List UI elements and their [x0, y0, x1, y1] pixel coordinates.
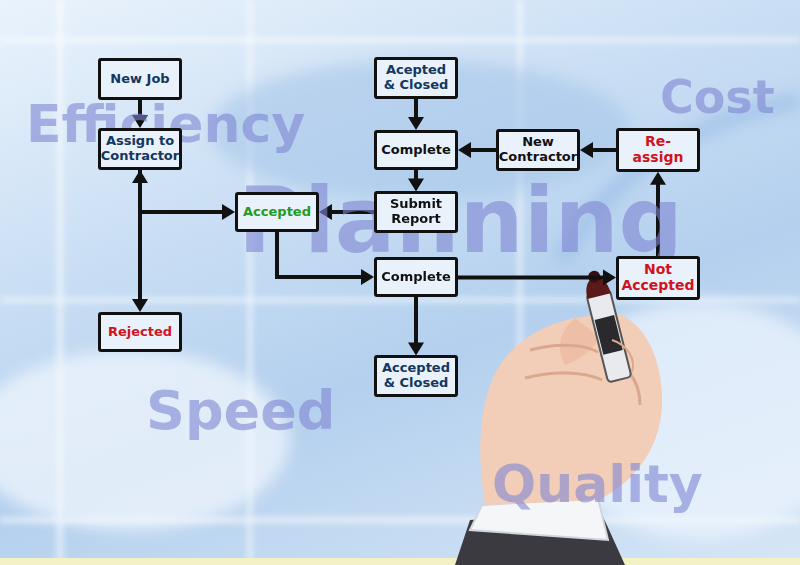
connector-line — [138, 180, 142, 302]
box-label: Re-assign — [623, 134, 693, 165]
watermark-text: Quality — [492, 458, 703, 510]
process-box: Not Accepted — [616, 256, 700, 299]
arrow-head — [458, 142, 471, 158]
process-box: Re-assign — [616, 128, 700, 171]
process-box: Accepted — [235, 192, 319, 232]
box-label: Rejected — [108, 325, 172, 340]
watermark-text: Cost — [660, 74, 775, 120]
hand-illustration — [455, 268, 662, 565]
process-box: Submit Report — [374, 191, 458, 232]
arrow-head — [408, 117, 424, 130]
box-label: Complete — [381, 270, 451, 285]
box-label: New Job — [110, 72, 169, 87]
flow-arrow — [408, 297, 424, 355]
arrow-head — [580, 142, 593, 158]
arrow-head — [132, 170, 148, 183]
flow-arrow — [140, 170, 235, 220]
process-box: New Job — [98, 58, 182, 100]
flow-arrow — [132, 170, 148, 312]
process-box: Complete — [374, 257, 458, 297]
watermark-text: Speed — [146, 384, 335, 438]
connector-line — [140, 170, 225, 212]
process-box: Acepted & Closed — [374, 57, 458, 98]
process-box: Complete — [374, 130, 458, 170]
box-label: Accepted & Closed — [381, 361, 451, 390]
box-label: Submit Report — [381, 197, 451, 226]
box-label: Not Accepted — [621, 262, 694, 293]
box-label: Assign to Contractor — [101, 134, 179, 163]
arrow-head — [132, 299, 148, 312]
arrow-head — [222, 204, 235, 220]
flow-arrow — [458, 142, 496, 158]
arrow-head — [361, 269, 374, 285]
process-box: Assign to Contractor — [98, 128, 182, 170]
connector-line — [458, 276, 606, 280]
flow-arrow — [458, 270, 616, 286]
process-box: New Contractor — [496, 129, 580, 170]
flow-arrow — [408, 99, 424, 130]
box-label: Complete — [381, 143, 451, 158]
flow-arrow — [580, 142, 616, 158]
arrow-head — [408, 342, 424, 355]
box-label: Accepted — [243, 205, 311, 220]
connector-line — [414, 297, 418, 345]
process-box: Rejected — [98, 312, 182, 352]
arrow-head — [603, 270, 616, 286]
process-box: Accepted & Closed — [374, 355, 458, 396]
connector-line — [590, 148, 616, 152]
connector-line — [414, 99, 418, 120]
box-label: Acepted & Closed — [381, 63, 451, 92]
connector-line — [468, 148, 496, 152]
box-label: New Contractor — [499, 135, 577, 164]
